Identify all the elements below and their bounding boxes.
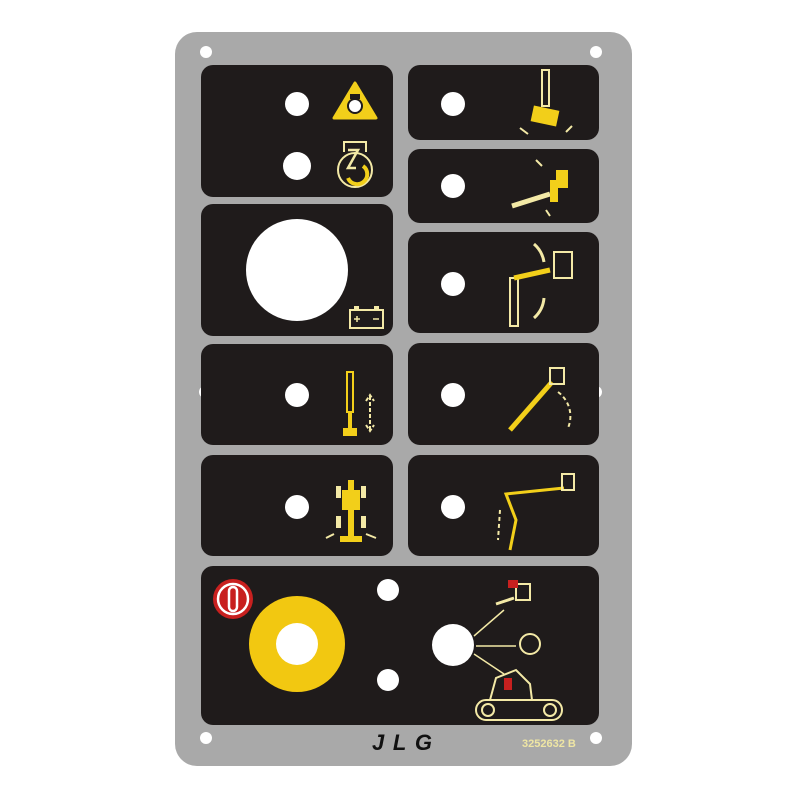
drive-steer-icon	[325, 480, 377, 542]
battery-icon	[349, 306, 384, 329]
glow-plug-icon	[337, 141, 373, 188]
indicator-light	[377, 669, 399, 691]
emergency-stop-button[interactable]	[276, 623, 318, 665]
platform-rotate-button[interactable]	[441, 92, 465, 116]
jlg-logo: JLG	[372, 730, 432, 754]
fault-indicator-light	[285, 92, 309, 116]
glow-plug-button[interactable]	[283, 152, 311, 180]
tower-boom-panel	[408, 455, 599, 556]
mounting-hole	[590, 732, 602, 744]
platform-rotate-panel	[408, 65, 599, 140]
platform-control-selector[interactable]	[432, 624, 474, 666]
drive-button[interactable]	[285, 495, 309, 519]
jib-up-down-icon	[343, 371, 375, 436]
jib-swing-button[interactable]	[441, 272, 465, 296]
mounting-hole	[200, 732, 212, 744]
platform-level-icon	[511, 159, 568, 217]
main-boom-panel	[408, 343, 599, 445]
jib-lift-button[interactable]	[285, 383, 309, 407]
mounting-hole	[200, 46, 212, 58]
part-number: 3252632 B	[522, 738, 576, 750]
platform-ground-select-icon	[473, 580, 563, 721]
platform-level-button[interactable]	[441, 174, 465, 198]
engine-warning-icon	[332, 81, 378, 120]
stop-icon	[213, 579, 253, 619]
tower-boom-button[interactable]	[441, 495, 465, 519]
main-boom-lift-icon	[508, 367, 572, 432]
platform-rotate-icon	[519, 69, 573, 135]
jib-swing-icon	[509, 242, 573, 327]
jib-swing-panel	[408, 232, 599, 333]
tower-boom-icon	[497, 473, 575, 551]
mounting-hole	[590, 46, 602, 58]
indicator-light	[377, 579, 399, 601]
battery-indicator-lens	[246, 219, 348, 321]
main-boom-button[interactable]	[441, 383, 465, 407]
svg-text:JLG: JLG	[372, 730, 432, 754]
